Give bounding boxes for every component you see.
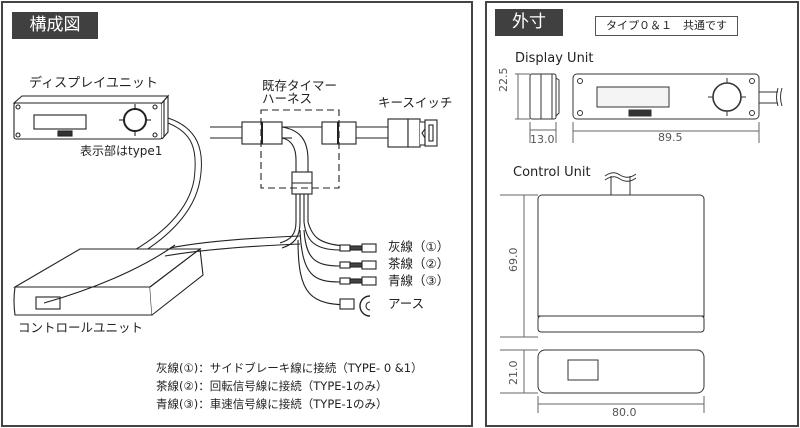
display-depth-dim: 13.0 (530, 133, 555, 146)
display-height-dim: 22.5 (497, 67, 510, 93)
display-unit-dim-label: Display Unit (515, 51, 594, 66)
harness-label-line1: 既存タイマー (262, 78, 338, 93)
dimensions-title: 外寸 (495, 9, 563, 36)
harness-label-line2: ハーネス (262, 91, 313, 106)
ground-label: アース (388, 296, 425, 311)
wiring-notes: 灰線(①)：サイドブレーキ線に接続（TYPE- 0 &1） 茶線(②)：回転信号… (156, 359, 423, 413)
note-brown-wire: 茶線(②)：回転信号線に接続（TYPE-1のみ） (156, 379, 388, 393)
wire-label-brown: 茶線（②） (388, 256, 450, 271)
display-caption: 表示部はtype1 (80, 144, 163, 158)
configuration-title: 構成図 (12, 12, 98, 39)
control-height-dim: 21.0 (507, 360, 520, 386)
control-unit-dim-label: Control Unit (513, 165, 591, 180)
key-switch-label: キースイッチ (378, 95, 453, 110)
display-width-dim: 89.5 (658, 131, 683, 144)
wire-label-blue: 青線（③） (388, 273, 450, 288)
note-blue-wire: 青線(③)：車速信号線に接続（TYPE-1のみ） (156, 397, 388, 411)
display-unit-label: ディスプレイユニット (29, 76, 158, 91)
note-gray-wire: 灰線(①)：サイドブレーキ線に接続（TYPE- 0 &1） (156, 361, 423, 375)
control-width-dim: 80.0 (612, 406, 637, 419)
control-length-dim: 69.0 (507, 247, 520, 273)
control-unit-label: コントロールユニット (18, 320, 144, 335)
wire-label-gray: 灰線（①） (388, 239, 450, 254)
type-compatibility-note: タイプ０＆１ 共通です (595, 16, 738, 36)
